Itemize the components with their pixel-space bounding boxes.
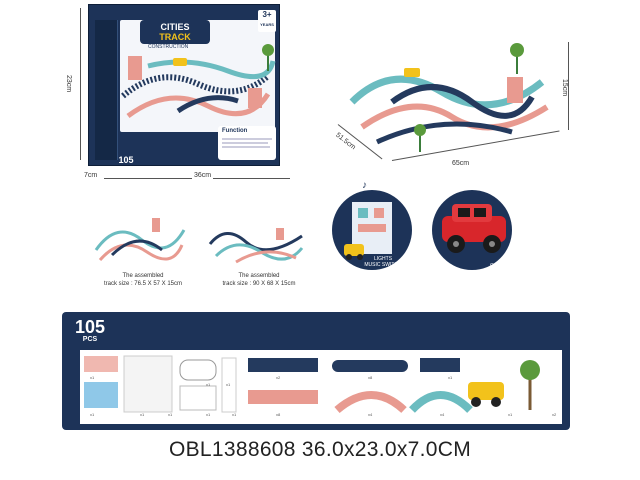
music-switch-label: MUSIC SWITCH — [364, 262, 402, 268]
box-piece-count: 105 PCS — [112, 156, 140, 174]
qty-label: x8 — [368, 375, 373, 380]
box-width-label: 36cm — [192, 172, 214, 179]
qty-label: x1 — [168, 412, 173, 417]
box-side-panel — [95, 20, 118, 160]
logo-line2: TRACK — [159, 32, 191, 42]
qty-label: x1 — [90, 412, 95, 417]
assembled-caption-2: The assembled track size : 90 X 68 X 15c… — [204, 272, 314, 288]
box-height-arrow — [80, 8, 81, 160]
box-pcs-number: 105 — [118, 155, 134, 165]
assembled-caption-1-line2: track size : 76.5 X 57 X 15cm — [103, 281, 183, 287]
age-value: 3+ — [262, 10, 272, 19]
assembled-caption-1: The assembled track size : 76.5 X 57 X 1… — [88, 272, 198, 288]
assembled-variant-2 — [208, 228, 304, 264]
parts-illustrations — [84, 355, 540, 414]
sku-text: OBL1388608 36.0x23.0x7.0CM — [168, 438, 471, 461]
red-car-icon — [442, 204, 506, 253]
logo-line1: CITIES — [160, 22, 190, 32]
track-height-label: 15cm — [561, 78, 569, 97]
box-track-illustration — [121, 44, 276, 119]
qty-label: x4 — [368, 412, 373, 417]
qty-label: x1 — [140, 412, 145, 417]
banner-count-number: 105 — [74, 317, 106, 337]
banner-piece-count: 105 PCS — [70, 318, 110, 343]
assembled-caption-2-line1: The assembled — [238, 273, 280, 279]
logo-subtitle: CONSTRUCTION — [148, 44, 189, 50]
track-width-label: 65cm — [452, 160, 470, 167]
qty-label: x1 — [448, 375, 453, 380]
qty-label: x1 — [90, 375, 95, 380]
box-pcs-unit: PCS — [120, 166, 132, 172]
qty-label: x1 — [206, 412, 211, 417]
qty-label: x4 — [440, 412, 445, 417]
qty-label: x8 — [276, 412, 281, 417]
assembled-variant-1 — [94, 218, 186, 262]
cars-label: CARS — [490, 263, 504, 269]
function-line — [222, 146, 270, 148]
qty-label: x1 — [508, 412, 513, 417]
function-line — [222, 138, 272, 140]
assembled-caption-1-line1: The assembled — [122, 273, 164, 279]
assembled-caption-2-line2: track size : 90 X 68 X 15cm — [222, 281, 296, 287]
qty-label: x2 — [276, 375, 281, 380]
function-title: Function — [222, 128, 248, 134]
qty-label: x2 — [552, 412, 557, 417]
lights-music-label: LIGHTS MUSIC SWITCH — [356, 256, 410, 268]
age-unit: YEARS — [260, 22, 274, 27]
box-height-label: 23cm — [65, 74, 73, 93]
qty-label: x1 — [206, 382, 211, 387]
banner-count-unit: PCS — [82, 336, 98, 343]
music-note-icon: ♪ — [362, 180, 367, 191]
box-depth-label: 7cm — [84, 172, 98, 179]
qty-label: x1 — [232, 412, 237, 417]
lights-label: LIGHTS — [373, 256, 393, 262]
brand-logo: CITIES TRACK — [140, 20, 210, 44]
assembled-track-illustration — [349, 43, 549, 152]
track-height-arrow — [568, 42, 569, 130]
function-line — [222, 142, 268, 144]
station-building-icon — [344, 202, 392, 260]
qty-label: x1 — [226, 382, 231, 387]
age-badge: 3+ YEARS — [258, 10, 276, 32]
